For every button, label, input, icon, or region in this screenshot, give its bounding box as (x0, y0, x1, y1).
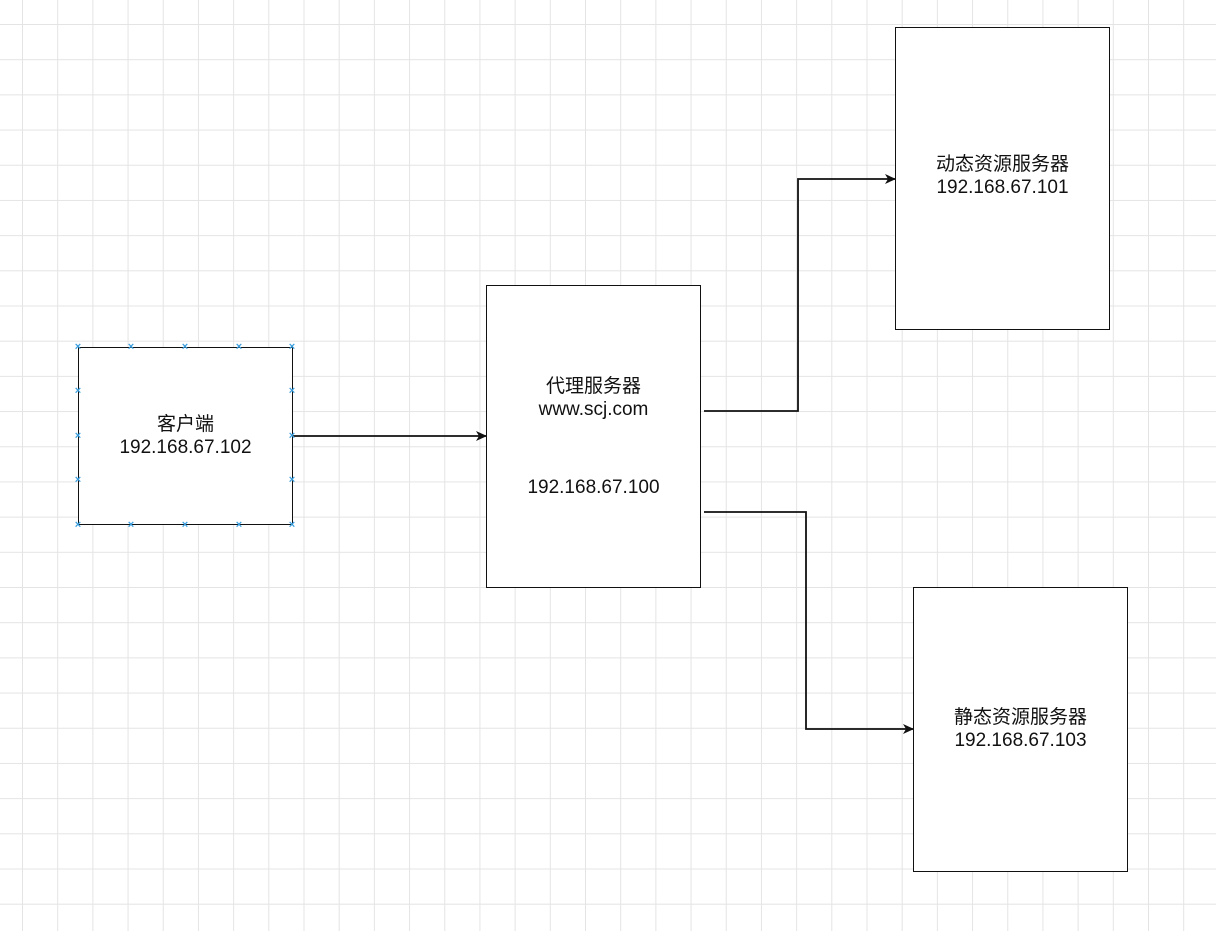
resize-handle-icon[interactable]: × (74, 473, 82, 486)
resize-handle-icon[interactable]: × (181, 340, 189, 353)
resize-handle-icon[interactable]: × (235, 518, 243, 531)
client-ip: 192.168.67.102 (119, 437, 252, 458)
dynamic-server-node[interactable]: 动态资源服务器 192.168.67.101 (895, 27, 1110, 330)
resize-handle-icon[interactable]: × (74, 384, 82, 397)
edge-proxy-to-static[interactable] (704, 511, 914, 734)
proxy-ip: 192.168.67.100 (527, 477, 660, 498)
resize-handle-icon[interactable]: × (181, 518, 189, 531)
resize-handle-icon[interactable]: × (288, 384, 296, 397)
resize-handle-icon[interactable]: × (288, 340, 296, 353)
client-node[interactable]: 客户端 192.168.67.102 (78, 347, 293, 525)
resize-handle-icon[interactable]: × (288, 473, 296, 486)
resize-handle-icon[interactable]: × (127, 518, 135, 531)
static-ip: 192.168.67.103 (954, 730, 1087, 751)
resize-handle-icon[interactable]: × (74, 340, 82, 353)
resize-handle-icon[interactable]: × (74, 429, 82, 442)
dynamic-ip: 192.168.67.101 (936, 177, 1069, 198)
proxy-server-node[interactable]: 代理服务器 www.scj.com 192.168.67.100 (486, 285, 701, 588)
proxy-domain: www.scj.com (538, 399, 649, 420)
edge-proxy-to-dynamic[interactable] (704, 174, 896, 412)
proxy-name: 代理服务器 (545, 376, 641, 397)
resize-handle-icon[interactable]: × (74, 518, 82, 531)
resize-handle-icon[interactable]: × (288, 518, 296, 531)
dynamic-name: 动态资源服务器 (935, 154, 1069, 175)
static-name: 静态资源服务器 (953, 707, 1087, 728)
client-name: 客户端 (156, 414, 214, 435)
static-server-node[interactable]: 静态资源服务器 192.168.67.103 (913, 587, 1128, 872)
resize-handle-icon[interactable]: × (288, 429, 296, 442)
resize-handle-icon[interactable]: × (235, 340, 243, 353)
resize-handle-icon[interactable]: × (127, 340, 135, 353)
